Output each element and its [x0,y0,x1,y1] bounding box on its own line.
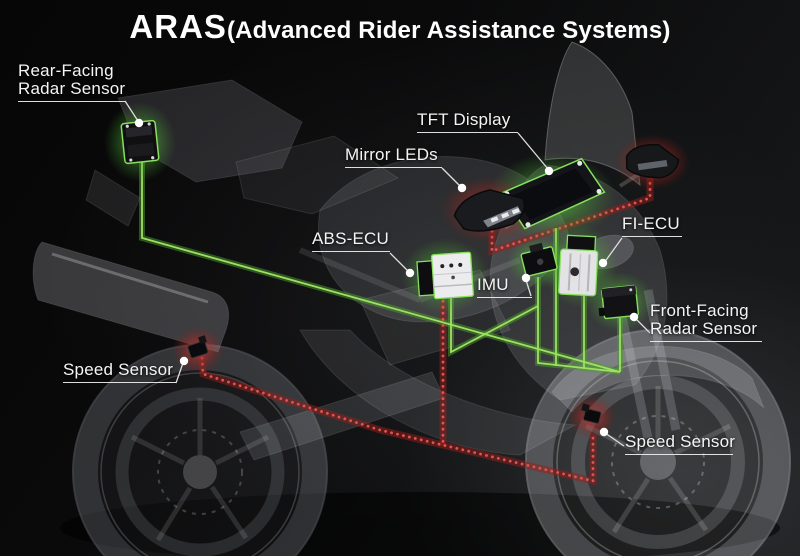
title-main: ARAS [129,8,227,45]
imu-unit [520,242,558,277]
label-imu: IMU [477,276,532,298]
pointer-lines [124,100,651,447]
label-fi-ecu: FI-ECU [622,215,682,237]
fi-ecu-unit [558,234,599,297]
left-mirror-led-unit [453,189,526,232]
motorcycle-ghost-image [32,41,791,556]
label-tft-display: TFT Display [417,111,518,133]
page-title: ARAS(Advanced Rider Assistance Systems) [0,8,800,46]
label-abs-ecu: ABS-ECU [312,230,390,252]
label-speed-sensor-rear: Speed Sensor [63,361,176,383]
label-rear-radar: Rear-Facing Radar Sensor [18,62,125,102]
rear-speed-sensor-unit [187,335,209,359]
front-radar-sensor-unit [598,284,639,320]
label-mirror-leds: Mirror LEDs [345,146,442,168]
label-speed-sensor-front: Speed Sensor [625,433,735,455]
pointer-dots [134,118,639,437]
components [120,119,680,424]
right-mirror-led-unit [625,143,680,179]
front-wheel [525,329,791,556]
title-sub: (Advanced Rider Assistance Systems) [226,17,671,44]
abs-ecu-unit [416,251,474,300]
front-speed-sensor-unit [581,403,602,424]
label-front-radar: Front-Facing Radar Sensor [650,302,762,342]
